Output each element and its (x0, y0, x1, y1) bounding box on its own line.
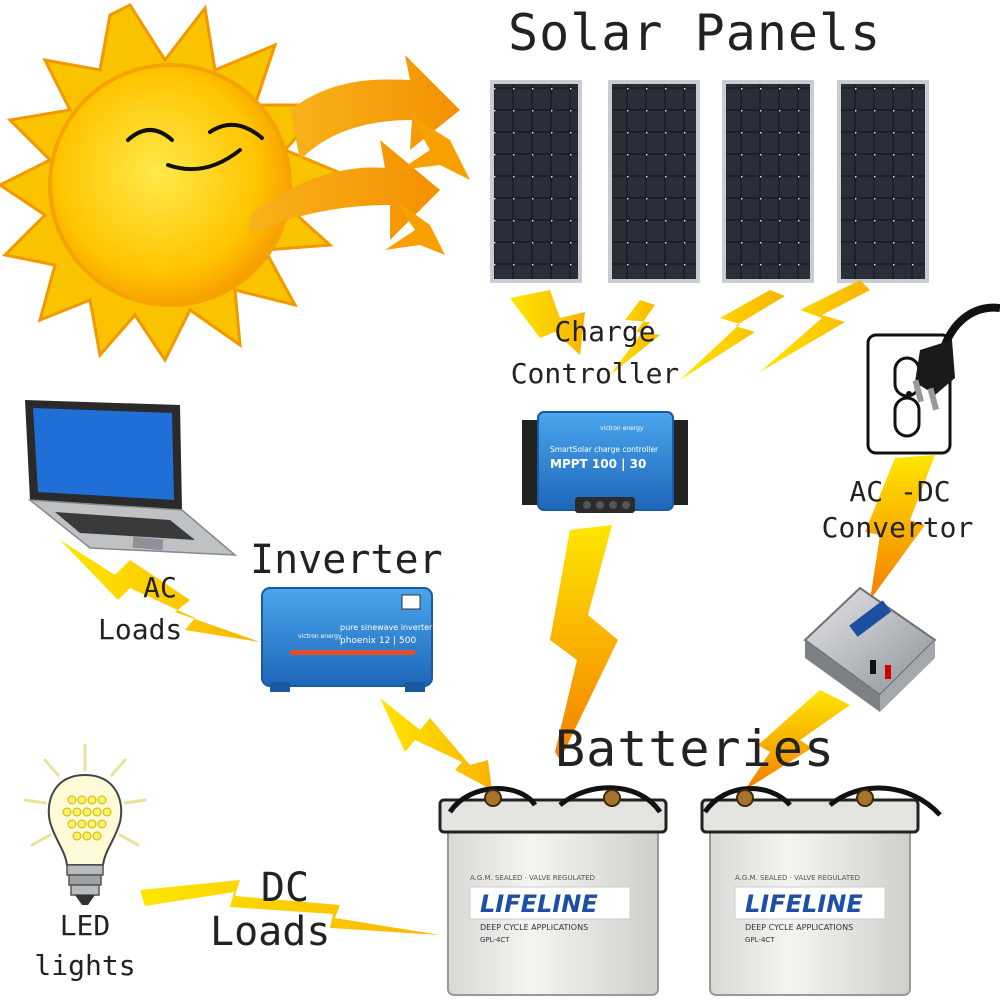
laptop (25, 400, 238, 556)
inverter-model-text: phoenix 12 | 500 (340, 636, 417, 646)
controller-brand-text: victron energy (600, 425, 644, 432)
controller-to-battery-bolt (550, 525, 618, 760)
dc-loads-label-line1: DC (260, 865, 310, 911)
solar-panel (608, 80, 700, 283)
led-label-line2: lights (34, 949, 136, 982)
controller-model-text: MPPT 100 | 30 (550, 457, 646, 471)
ac-dc-label-line2: Convertor (821, 511, 974, 544)
charge-controller-label-line1: Charge (554, 315, 656, 348)
battery-model-text: GPL-4CT (480, 936, 510, 944)
solar-panels-label: Solar Panels (508, 4, 882, 62)
ac-loads-label-line1: AC (143, 571, 177, 604)
bolt (510, 290, 585, 355)
sunlight-chevron (400, 115, 470, 180)
inverter-brand-text: victron energy (298, 633, 342, 640)
batteries-label: Batteries (555, 720, 835, 778)
sunlight-chevron (385, 200, 445, 255)
inverter-label: Inverter (250, 537, 443, 583)
battery-brand-text: LIFELINE (745, 890, 863, 918)
panel-to-controller-bolts (510, 280, 870, 380)
solar-panels (490, 80, 929, 283)
outlet-to-converter-bolt (865, 455, 935, 600)
solar-panel (490, 80, 582, 283)
battery-left: A.G.M. SEALED · VALVE REGULATED LIFELINE… (438, 785, 668, 996)
solar-panel (722, 80, 814, 283)
ac-dc-label-line1: AC -DC (849, 475, 951, 508)
sun-smile (166, 148, 242, 172)
sun-right-eye (208, 122, 264, 140)
sun-face (48, 63, 292, 307)
controller-desc-text: SmartSolar charge controller (550, 445, 659, 454)
solar-panel (837, 80, 929, 283)
battery-brand-text: LIFELINE (480, 890, 598, 918)
sunlight-arrow-upper (290, 55, 460, 160)
converter-to-battery-bolt (745, 690, 850, 790)
bolt (680, 290, 785, 380)
ac-loads-label-line2: Loads (98, 613, 183, 646)
charge-controller: victron energy SmartSolar charge control… (522, 411, 688, 513)
battery-right: A.G.M. SEALED · VALVE REGULATED LIFELINE… (700, 785, 942, 996)
sun-left-eye (126, 128, 174, 142)
inverter-desc-text: pure sinewave inverter (340, 623, 433, 632)
battery-top-text: A.G.M. SEALED · VALVE REGULATED (470, 874, 595, 882)
dc-loads-bolt (140, 880, 440, 935)
bolt (760, 280, 870, 372)
sunlight-arrow-lower (250, 140, 440, 240)
ac-loads-bolt (60, 540, 260, 642)
battery-top-text: A.G.M. SEALED · VALVE REGULATED (735, 874, 860, 882)
inverter-to-battery-bolt (380, 698, 492, 790)
battery-sub-text: DEEP CYCLE APPLICATIONS (480, 923, 588, 932)
led-bulb (23, 743, 147, 905)
charge-controller-label-line2: Controller (510, 357, 680, 390)
sun (0, 3, 350, 363)
power-plug (912, 303, 1000, 411)
bolt (610, 300, 660, 375)
ac-dc-converter (803, 586, 937, 712)
inverter: victron energy pure sinewave inverter ph… (261, 587, 433, 692)
battery-sub-text: DEEP CYCLE APPLICATIONS (745, 923, 853, 932)
battery-model-text: GPL-4CT (745, 936, 775, 944)
dc-loads-label-line2: Loads (210, 909, 331, 955)
sunlight-arrows (250, 55, 470, 255)
led-label-line1: LED (59, 909, 111, 942)
